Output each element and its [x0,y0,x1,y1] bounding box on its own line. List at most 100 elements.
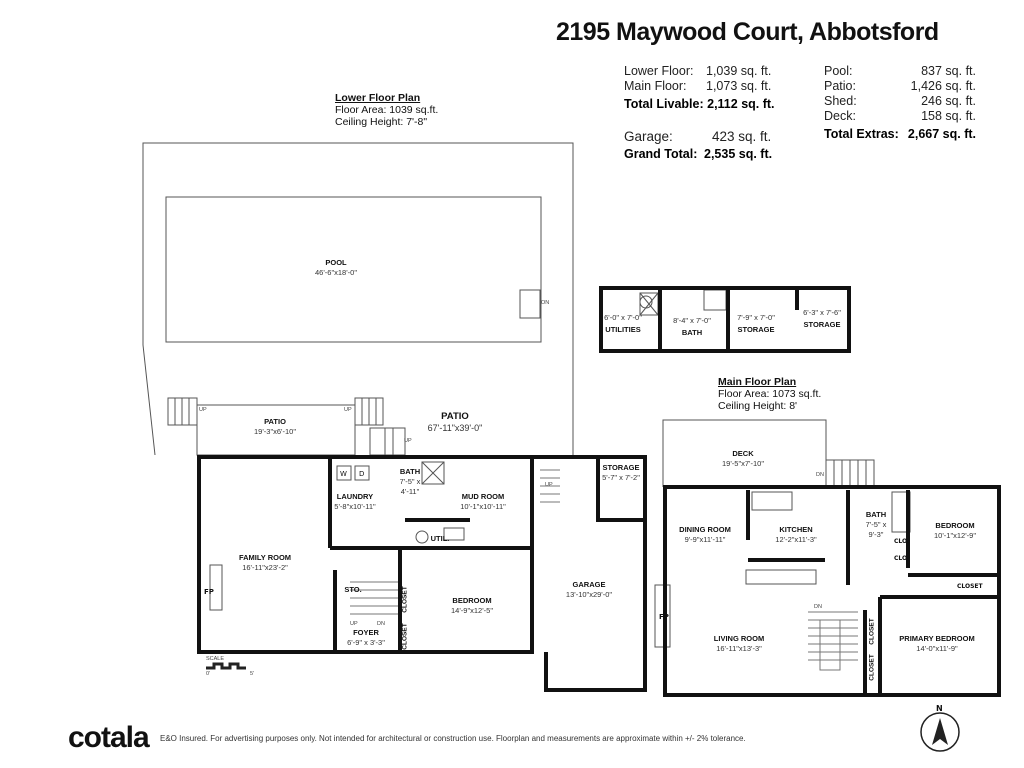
room-dimensions: 7'-5" x 4'-11" [399,477,421,496]
room-storage-shed-1: 7'-9" x 7'-0" STORAGE [737,312,775,336]
closet-label: CLOSET [868,654,876,681]
room-name: GARAGE [572,580,606,589]
room-dimensions: 10'-1"x10'-11" [460,502,506,511]
room-name: STO. [344,585,362,594]
scale-label: SCALE [206,656,225,662]
room-sto: STO. [344,585,361,595]
scale-bar [206,662,246,670]
room-name: PATIO [441,411,469,422]
room-name: UTILITIES [605,325,641,334]
room-name: BEDROOM [452,596,492,605]
room-dimensions: 8'-4" x 7'-0" [673,316,711,325]
room-dimensions: 16'-11"x23'-2" [242,563,288,572]
room-dimensions: 19'-5"x7'-10" [722,459,764,468]
washer-label: W [340,470,347,478]
extras-summary: Pool:837 sq. ft. Patio:1,426 sq. ft. She… [824,64,976,141]
room-name: BATH [865,510,887,519]
page-title: 2195 Maywood Court, Abbotsford [556,18,939,46]
cotala-logo: cotala [68,721,150,754]
room-util: UTIL. [431,534,450,544]
clo-label: CLO. [894,538,910,545]
scale-max: 5' [250,671,255,677]
room-dimensions: 14'-9"x12'-5" [451,606,493,615]
room-name: STORAGE [602,463,640,472]
north-label: N [936,704,943,713]
room-storage-shed-2: 6'-3" x 7'-6"STORAGE [803,307,841,331]
pool-on-label: ON [541,300,550,306]
closet-label: CLOSET [957,583,983,590]
dryer-label: D [359,470,365,478]
stair-down-label: DN [377,621,385,627]
room-name: PATIO [264,417,286,426]
room-name: DINING ROOM [679,525,731,534]
room-name: BATH [681,328,703,337]
clo-label: CLO. [894,555,910,562]
room-name: KITCHEN [779,525,813,534]
room-name: FOYER [353,628,379,637]
pool-outline [165,196,542,343]
room-dimensions: 46'-6"x18'-0" [315,268,357,277]
room-name: LIVING ROOM [713,634,765,643]
stair-up-label: UP [344,407,352,413]
closet-label: CLOSET [401,586,409,613]
main-floor-walls [663,485,1001,697]
room-dimensions: 7'-5" x 9'-3" [865,520,887,539]
lower-floor-walls [197,455,534,654]
room-dimensions: 7'-9" x 7'-0" [737,313,775,322]
fireplace-label: FP [204,588,214,596]
room-dimensions: 5'-7" x 7'-2" [602,473,640,482]
room-name: MUD ROOM [461,492,505,501]
room-dimensions: 6'-9" x 3'-3" [347,638,385,647]
closet-label: CLOSET [868,618,876,645]
room-utilities: 6'-0" x 7'-0" UTILITIES [604,312,642,336]
stair-up-label: UP [404,438,412,444]
room-dimensions: 12'-2"x11'-3" [775,535,817,544]
room-name: BATH [399,467,421,476]
scale-min: 0' [206,671,211,677]
livable-summary: Lower Floor:1,039 sq. ft. Main Floor:1,0… [624,64,775,161]
room-name: BEDROOM [935,521,975,530]
stair-down-label: DN [814,604,822,610]
room-dimensions: 10'-1"x12'-9" [934,531,976,540]
main-plan-info: Main Floor Plan Floor Area: 1073 sq.ft. … [718,376,822,412]
north-compass-icon [920,712,960,752]
lower-plan-info: Lower Floor Plan Floor Area: 1039 sq.ft.… [335,92,439,128]
room-dimensions: 16'-11"x13'-3" [716,644,762,653]
room-name: STORAGE [737,325,775,334]
room-dimensions: 14'-0"x11'-9" [916,644,958,653]
fireplace-label: FP [659,613,669,621]
room-dimensions: 5'-8"x10'-11" [334,502,376,511]
closet-label: CLOSET [401,623,409,650]
room-name: DECK [732,449,754,458]
stair-up-label: UP [545,482,553,488]
room-name: UTIL. [430,534,450,543]
room-dimensions: 67'-11"x39'-0" [427,423,483,433]
room-bath-shed: 8'-4" x 7'-0" BATH [673,315,711,339]
room-name: FAMILY ROOM [238,553,292,562]
shed-walls [599,286,851,353]
room-dimensions: 6'-0" x 7'-0" [604,313,642,322]
disclaimer: E&O Insured. For advertising purposes on… [160,734,746,743]
room-dimensions: 9'-9"x11'-11" [684,535,726,544]
room-dimensions: 13'-10"x29'-0" [565,590,613,599]
room-name: STORAGE [803,320,841,329]
stair-up-label: UP [199,407,207,413]
